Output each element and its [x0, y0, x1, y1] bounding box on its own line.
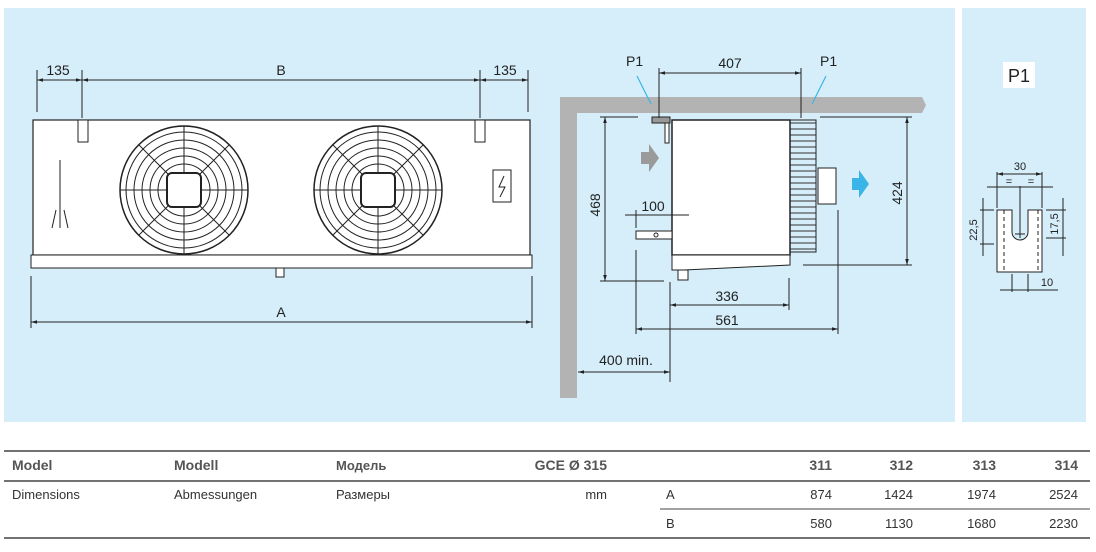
header-model-ru: Модель: [336, 458, 386, 473]
header-model-314: 314: [1055, 457, 1079, 473]
cell-b-312: 1130: [885, 516, 913, 531]
p1-label-left: P1: [626, 53, 643, 69]
dim-135-right: 135: [493, 62, 517, 78]
dim-561: 561: [715, 312, 739, 328]
header-model-de: Modell: [174, 457, 218, 473]
header-model-en: Model: [12, 457, 52, 473]
cell-a-311: 874: [810, 487, 832, 502]
dim-b: B: [276, 62, 285, 78]
airflow-out-arrow-icon: [852, 170, 869, 198]
cell-b-314: 2230: [1049, 516, 1078, 531]
header-series: GCE Ø 315: [535, 457, 608, 473]
dim-424: 424: [889, 181, 905, 205]
cell-b-311: 580: [810, 516, 832, 531]
dim-336: 336: [715, 288, 739, 304]
svg-text:=: =: [1028, 176, 1034, 188]
dimensions-table: Model Modell Модель GCE Ø 315 311 312 31…: [4, 450, 1090, 539]
cell-a-313: 1974: [967, 487, 996, 502]
dim-400-min: 400 min.: [599, 352, 653, 368]
row-key-b: B: [666, 516, 675, 531]
motor-box: [817, 167, 837, 205]
cell-b-313: 1680: [967, 516, 996, 531]
electrical-box-icon: [492, 169, 512, 203]
row-label-ru: Размеры: [336, 487, 390, 502]
row-label-en: Dimensions: [12, 487, 80, 502]
fan-icon: [119, 125, 249, 255]
header-model-312: 312: [890, 457, 914, 473]
dim-468: 468: [587, 193, 603, 217]
dim-22-5: 22,5: [968, 219, 980, 240]
header-model-313: 313: [973, 457, 997, 473]
svg-text:=: =: [1006, 176, 1012, 188]
fan-icon: [313, 125, 443, 255]
unit-body: [671, 119, 791, 256]
header-model-311: 311: [809, 457, 832, 473]
cable-icon: [51, 160, 69, 229]
p1-label-right: P1: [820, 53, 837, 69]
dim-10: 10: [1041, 277, 1053, 289]
dim-135-left: 135: [46, 62, 70, 78]
detail-p1: P1 30 = = 22,5 17,5 10: [968, 62, 1066, 292]
dim-100: 100: [641, 198, 665, 214]
airflow-in-arrow-icon: [641, 144, 659, 172]
front-view: 135 B 135 A: [30, 62, 533, 328]
unit: mm: [585, 487, 607, 502]
dim-a: A: [276, 304, 286, 320]
unit-housing: [32, 119, 531, 256]
dim-30: 30: [1014, 161, 1026, 173]
cell-a-314: 2524: [1049, 487, 1078, 502]
side-view: P1 P1 407 468 424 100 336 561 400 min.: [560, 53, 926, 398]
fan-guard: [789, 119, 817, 253]
dim-17-5: 17,5: [1049, 213, 1061, 234]
cell-a-312: 1424: [884, 487, 913, 502]
row-key-a: A: [666, 487, 675, 502]
row-label-de: Abmessungen: [174, 487, 257, 502]
detail-title: P1: [1008, 66, 1030, 86]
drip-tray: [30, 254, 533, 269]
dim-407: 407: [718, 55, 742, 71]
